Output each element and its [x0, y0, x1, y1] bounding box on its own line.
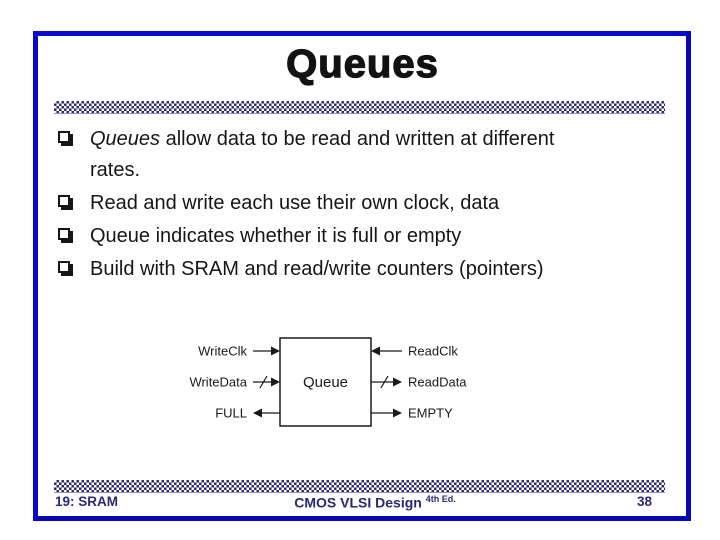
- bullet-text: allow data to be read and written at dif…: [160, 128, 555, 150]
- port-readdata: ReadData: [371, 375, 467, 390]
- port-full: FULL: [215, 406, 280, 421]
- bullet-text: Read and write each use their own clock,…: [90, 192, 500, 214]
- footer-course-title-text: CMOS VLSI Design: [294, 494, 422, 511]
- bus-slash-icon: [259, 375, 268, 389]
- port-writeclk: WriteClk: [198, 344, 280, 359]
- port-readclk-label: ReadClk: [408, 344, 458, 359]
- bullet-text: Queue indicates whether it is full or em…: [90, 225, 462, 247]
- bullet-square-icon: [58, 195, 70, 207]
- port-writeclk-label: WriteClk: [198, 344, 247, 359]
- port-readdata-label: ReadData: [408, 375, 467, 390]
- list-item: Read and write each use their own clock,…: [58, 188, 658, 219]
- page-number: 38: [636, 494, 652, 509]
- diagram-svg: Queue WriteClk WriteData FULL: [189, 337, 467, 427]
- footer-lecture-label: 19: SRAM: [55, 494, 119, 509]
- bullet-text: Build with SRAM and read/write counters …: [90, 258, 544, 280]
- bullet-lead-italic: Queues: [90, 128, 161, 150]
- list-item: Queues allow data to be read and written…: [58, 124, 658, 186]
- port-empty: EMPTY: [371, 406, 453, 421]
- arrow-right-icon: [393, 377, 402, 387]
- list-item: Queue indicates whether it is full or em…: [58, 221, 658, 252]
- port-writedata: WriteData: [189, 375, 280, 390]
- arrow-right-icon: [271, 377, 280, 387]
- queue-block-diagram: Queue WriteClk WriteData FULL: [150, 332, 480, 436]
- queue-box: [279, 337, 372, 427]
- queue-box-label: Queue: [303, 374, 348, 391]
- port-empty-label: EMPTY: [408, 406, 453, 421]
- arrow-right-icon: [393, 408, 402, 418]
- bullet-square-icon: [58, 261, 70, 273]
- port-full-label: FULL: [215, 406, 247, 421]
- bullet-square-icon: [58, 228, 70, 240]
- bullet-square-icon: [58, 131, 70, 143]
- arrow-right-icon: [271, 346, 280, 356]
- port-writedata-label: WriteData: [189, 375, 247, 390]
- hatch-bar-top: [54, 101, 665, 114]
- hatch-bar-bottom: [54, 480, 665, 493]
- arrow-left-icon: [371, 346, 380, 356]
- list-item: Build with SRAM and read/write counters …: [58, 254, 658, 285]
- page-title: Queues: [285, 41, 439, 86]
- bullet-text-wrap: rates.: [90, 159, 141, 181]
- bullet-list: Queues allow data to be read and written…: [58, 124, 658, 287]
- footer-course-title: CMOS VLSI Design 4th Ed.: [150, 494, 600, 511]
- port-readclk: ReadClk: [371, 344, 458, 359]
- arrow-left-icon: [253, 408, 262, 418]
- footer-edition: 4th Ed.: [425, 494, 456, 504]
- bus-slash-icon: [380, 375, 389, 389]
